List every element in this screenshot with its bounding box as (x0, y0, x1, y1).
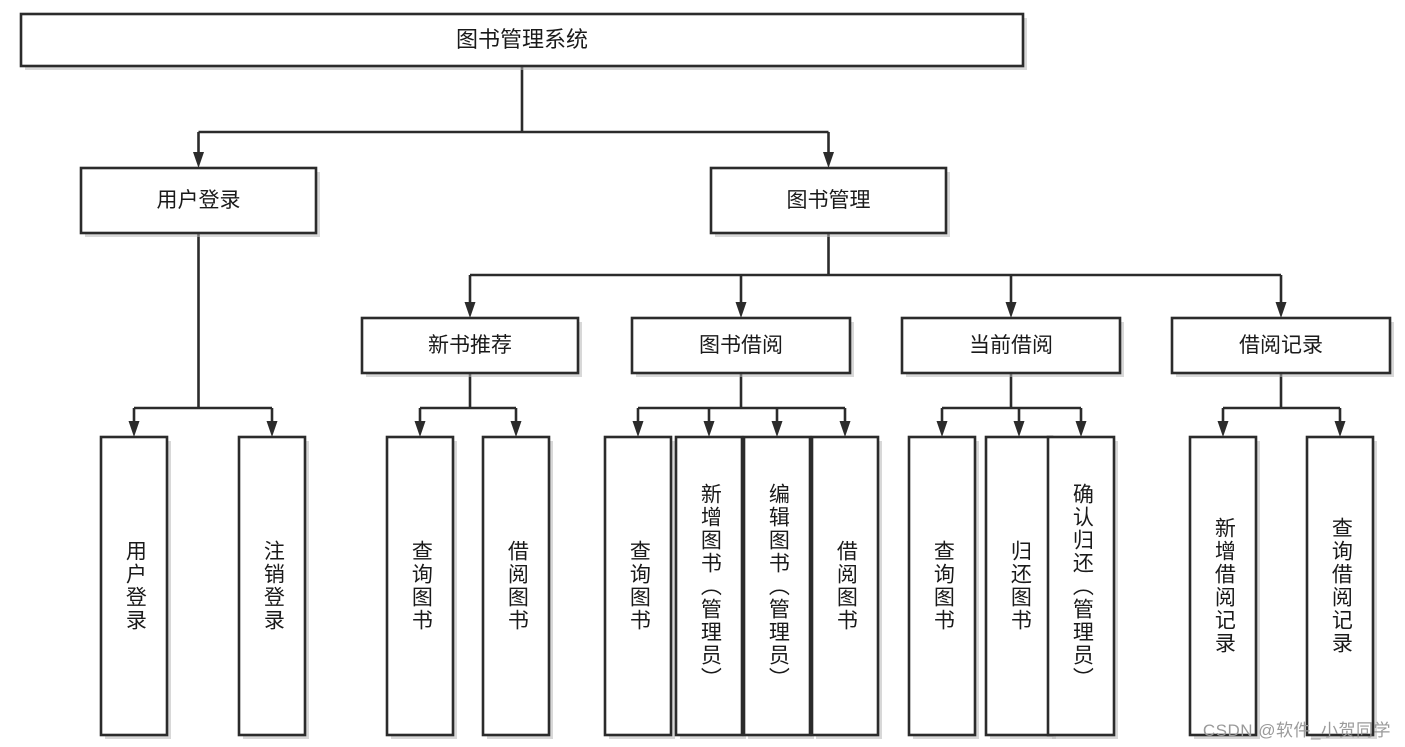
node-label-book-manage: 图书管理 (787, 189, 871, 212)
node-box-current-return-book[interactable] (984, 435, 1054, 737)
arrow-head (128, 421, 140, 437)
arrow-head (1334, 421, 1346, 437)
node-box-record-query-record[interactable] (1305, 435, 1375, 737)
node-label-borrow-record: 借阅记录 (1239, 334, 1323, 357)
node-box-recommend-query-book[interactable] (385, 435, 455, 737)
node-label-book-borrow: 图书借阅 (699, 334, 783, 357)
arrow-head (464, 302, 476, 318)
arrow-head (510, 421, 522, 437)
node-box-root[interactable] (19, 12, 1025, 68)
arrow-head (703, 421, 715, 437)
arrow-head (193, 152, 204, 168)
arrow-head (1005, 302, 1017, 318)
arrow-head (771, 421, 783, 437)
arrow-head (266, 421, 278, 437)
arrow-head (1275, 302, 1287, 318)
node-box-current-query-book[interactable] (907, 435, 977, 737)
node-box-current-confirm-return[interactable] (1046, 435, 1116, 737)
arrow-head (936, 421, 948, 437)
node-box-record-add-record[interactable] (1188, 435, 1258, 737)
arrow-head (414, 421, 426, 437)
node-box-borrow-add-book[interactable] (674, 435, 744, 737)
node-box-user-login-login[interactable] (99, 435, 169, 737)
node-label-user-login: 用户登录 (157, 189, 241, 212)
node-label-new-book-recommend: 新书推荐 (428, 334, 512, 357)
node-box-user-login[interactable] (79, 166, 318, 235)
arrow-head (1013, 421, 1025, 437)
node-box-new-book-recommend[interactable] (360, 316, 580, 375)
node-box-borrow-query-book[interactable] (603, 435, 673, 737)
connector-lines-group (128, 66, 1346, 437)
node-label-current-borrow: 当前借阅 (969, 334, 1053, 357)
arrow-head (632, 421, 644, 437)
node-label-root: 图书管理系统 (456, 27, 588, 52)
node-box-current-borrow[interactable] (900, 316, 1122, 375)
watermark-text: CSDN @软件_小贺同学 (1202, 721, 1391, 740)
node-box-book-borrow[interactable] (630, 316, 852, 375)
arrow-head (1075, 421, 1087, 437)
node-box-user-login-logout[interactable] (237, 435, 307, 737)
node-box-borrow-record[interactable] (1170, 316, 1392, 375)
arrow-head (823, 152, 834, 168)
node-box-book-manage[interactable] (709, 166, 948, 235)
node-box-borrow-edit-book[interactable] (742, 435, 812, 737)
arrow-head (735, 302, 747, 318)
node-box-borrow-borrow-book[interactable] (810, 435, 880, 737)
arrow-head (1217, 421, 1229, 437)
node-box-recommend-borrow-book[interactable] (481, 435, 551, 737)
arrow-head (839, 421, 851, 437)
